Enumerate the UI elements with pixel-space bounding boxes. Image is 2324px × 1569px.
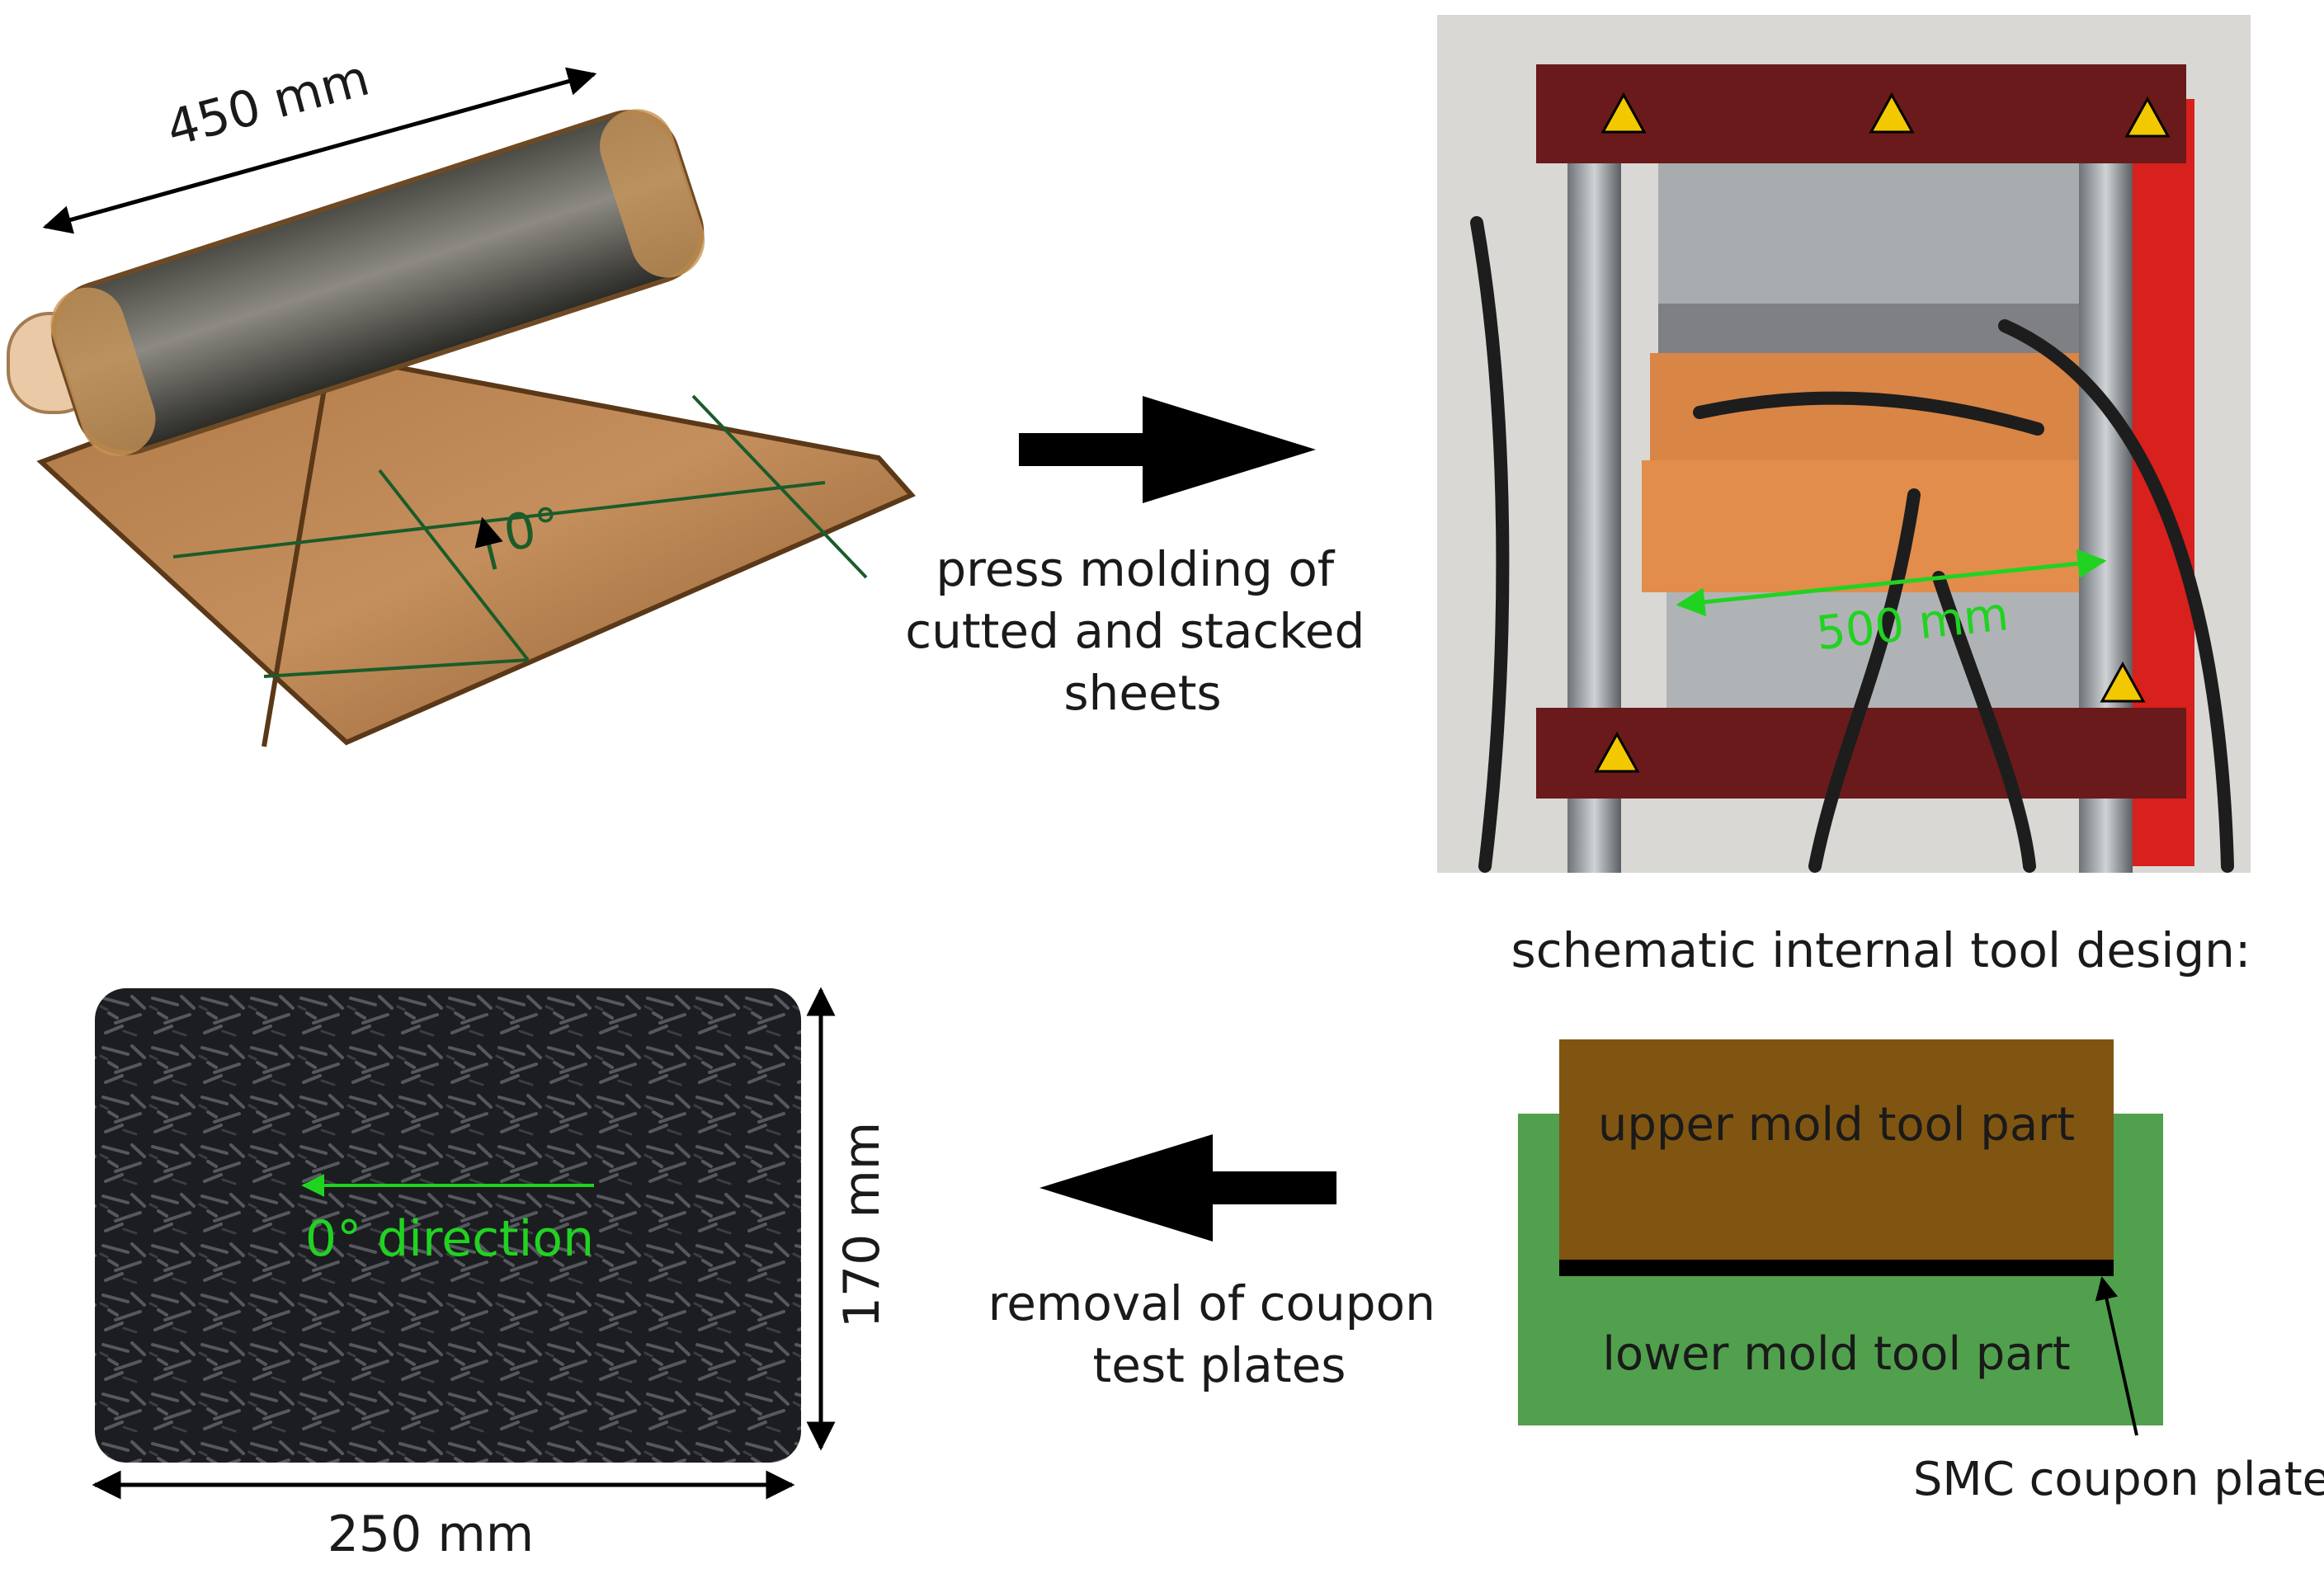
warning-icon [1600,92,1647,134]
warning-icon [2100,661,2146,703]
press-copper-plate-lower [1642,460,2112,592]
step2-line-2: test plates [1093,1337,1346,1393]
warning-icon [1594,731,1640,773]
smc-roll-photo: 450 mm 0° [7,49,916,747]
smc-coupon-plate [1559,1260,2114,1276]
warning-icon [2124,96,2171,138]
step2-text: removal of coupon test plates [988,1275,1451,1393]
step1-line-2: cutted and stacked [905,603,1365,659]
coupon-plate-photo [95,988,801,1463]
orientation-arrow [474,516,503,570]
step2-line-1: removal of coupon [988,1275,1435,1331]
lower-mold-label: lower mold tool part [1602,1327,2070,1381]
press-photo: 500 mm [1437,15,2251,873]
press-upper-block [1658,163,2112,304]
direction-label: 0° direction [305,1210,594,1268]
plate-width-label: 250 mm [328,1505,535,1563]
tool-width-arrow [1676,549,2107,617]
upper-mold-label: upper mold tool part [1598,1098,2075,1152]
step1-text: press molding of cutted and stacked shee… [905,541,1379,721]
step1-line-1: press molding of [936,541,1335,597]
warning-icon [1869,92,1915,134]
orientation-label: 0° [499,497,564,563]
roll-edge-left [50,287,156,456]
plate-height-label: 170 mm [833,1122,891,1329]
schematic-title: schematic internal tool design: [1511,922,2251,978]
process-arrow-right [1019,396,1316,503]
step1-line-3: sheets [1063,665,1221,721]
roll-edge-right [600,109,705,278]
roll-width-arrow [42,67,597,234]
press-top-plate [1536,64,2186,163]
press-hoses [1470,216,2234,873]
coupon-pointer-arrow [2095,1276,2138,1436]
coupon-label: SMC coupon plate [1913,1453,2324,1506]
process-arrow-left [1039,1134,1336,1242]
upper-mold-tool-part [1559,1039,2114,1264]
